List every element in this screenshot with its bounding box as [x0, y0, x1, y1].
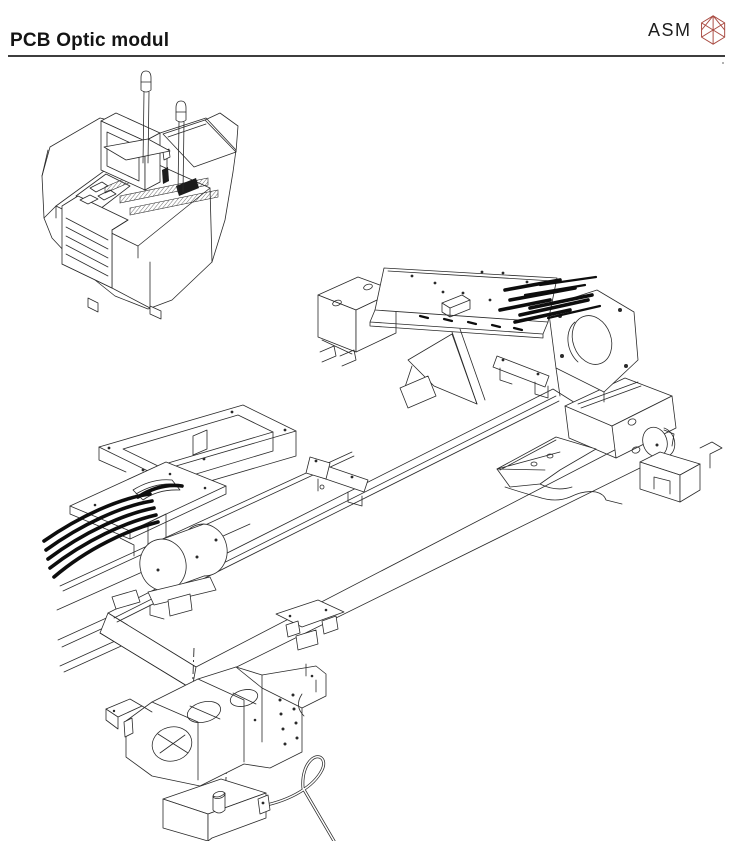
connector-box: [163, 779, 270, 841]
rail-feet: [112, 577, 344, 650]
monitor: [101, 113, 170, 190]
clamp-bracket-top: [493, 356, 549, 398]
bracket-box: [318, 277, 396, 366]
signal-towers: [141, 71, 186, 192]
asm-logo-text: ASM: [648, 19, 692, 40]
foot-block: [640, 452, 700, 502]
cable-bundle: [500, 277, 600, 322]
housing-left-arm: [106, 699, 152, 737]
wedge-bracket: [497, 437, 622, 504]
top-camera-module: [318, 268, 638, 408]
ribbon-cables: [44, 485, 182, 577]
right-end-assembly: [497, 378, 722, 504]
feeder-bank: [62, 195, 128, 288]
mid-clamp-bracket: [306, 457, 368, 506]
machine-overview-drawing: [42, 71, 238, 319]
asm-logo: ASM: [648, 12, 730, 48]
motor-disc: [639, 424, 675, 460]
mount-plate: [548, 290, 638, 402]
left-camera-assembly: [44, 405, 344, 650]
end-block: [565, 378, 722, 468]
camera-drum: [135, 520, 232, 595]
support-column: [400, 329, 485, 408]
asm-hexagon-cube-icon: [700, 15, 725, 45]
title-rule: [8, 55, 725, 57]
beam: [100, 389, 640, 689]
scan-speck: [722, 62, 724, 64]
mounting-frame: [99, 405, 296, 498]
connector-cable: [262, 757, 334, 841]
housing-block: [106, 664, 326, 786]
optic-module-exploded-drawing: [44, 268, 722, 841]
page-title: PCB Optic modul: [10, 30, 170, 51]
